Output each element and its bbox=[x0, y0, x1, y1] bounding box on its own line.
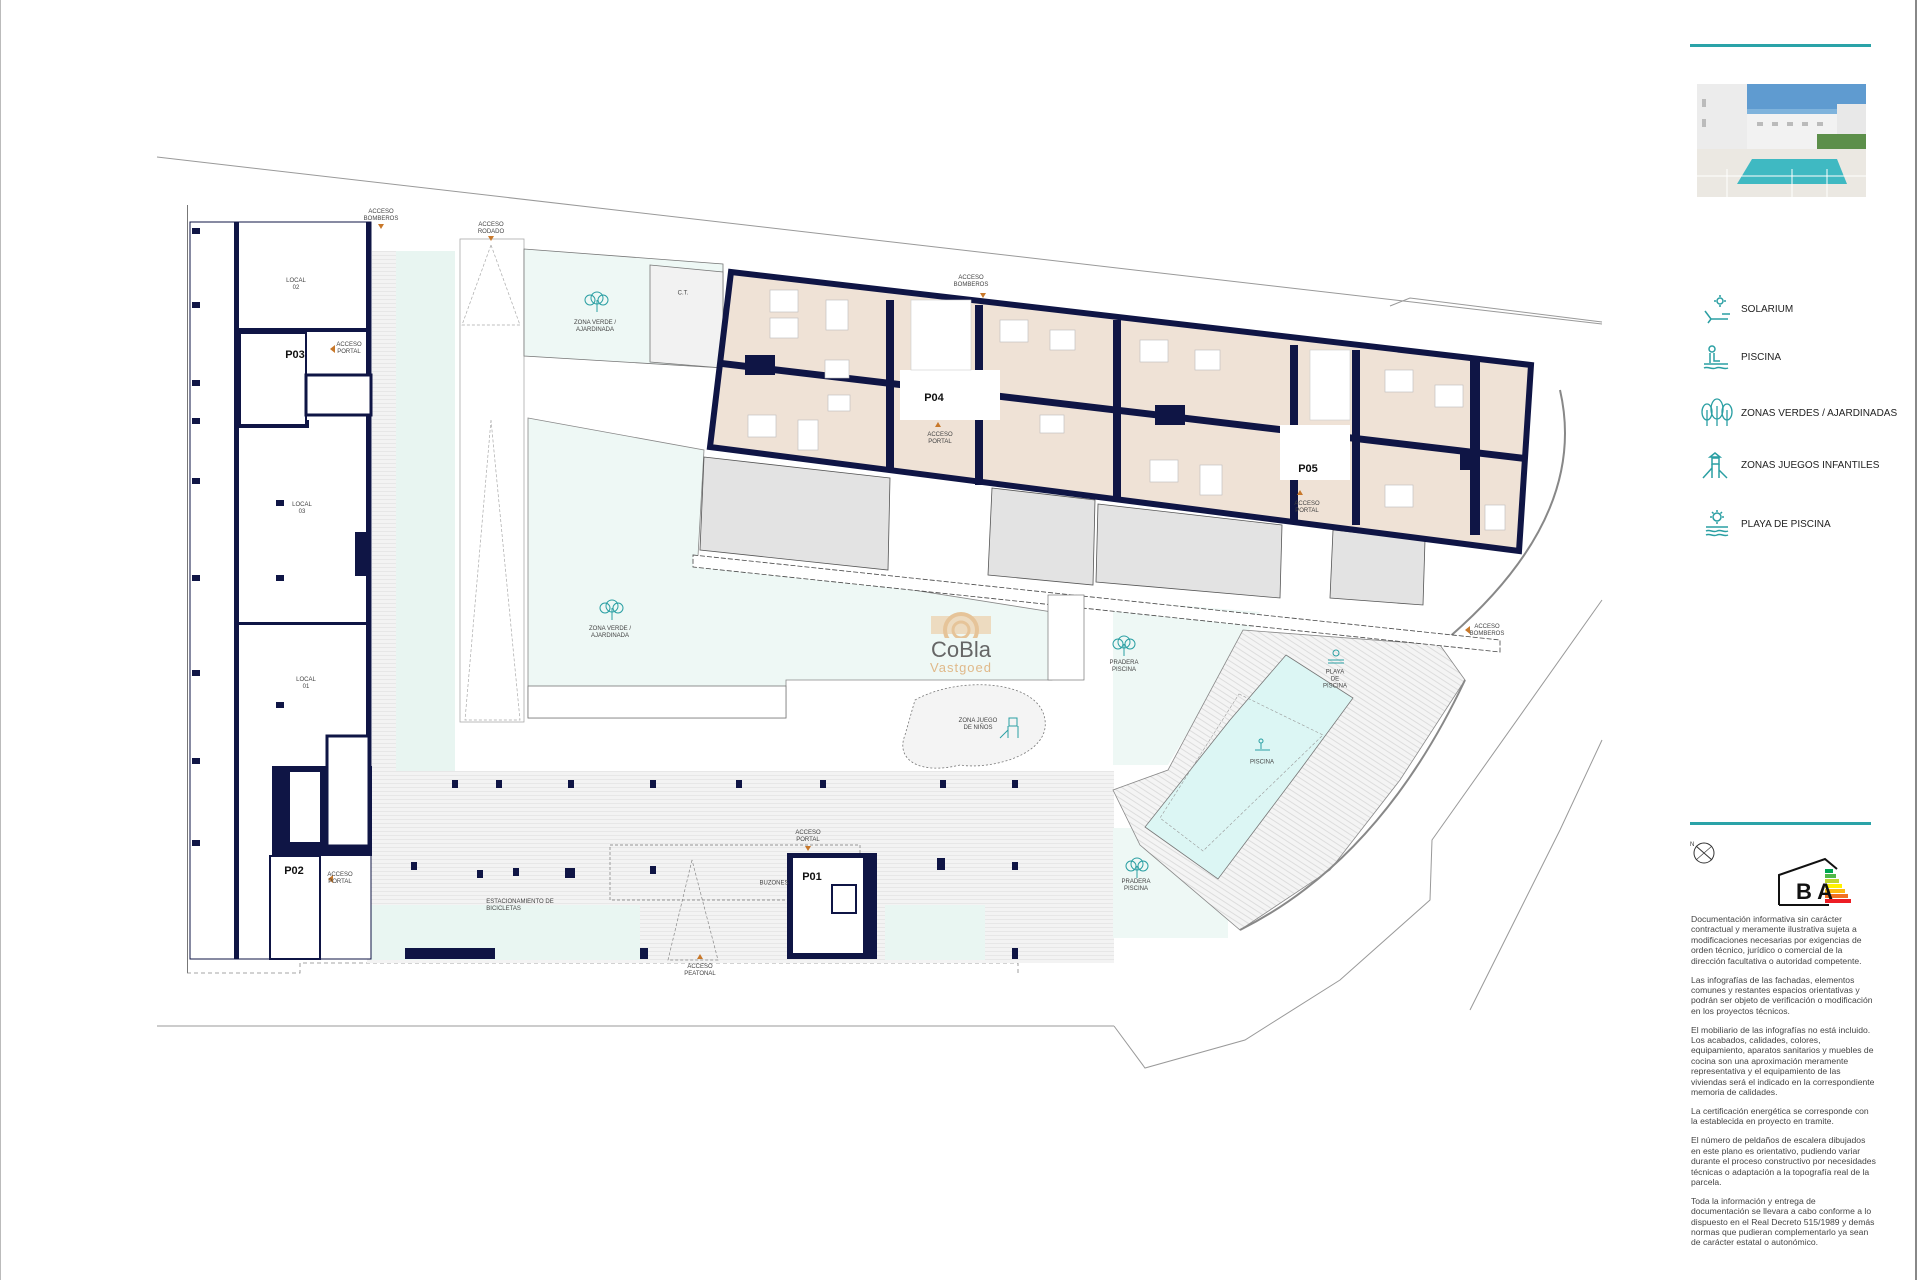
access-pedestrian-label: ACCESO PEATONAL bbox=[684, 964, 716, 977]
access-ramp bbox=[459, 238, 525, 723]
portal-label-p05: P05 bbox=[1298, 463, 1318, 475]
trees-icon bbox=[584, 291, 1149, 878]
pool-label: PISCINA bbox=[1249, 759, 1275, 766]
transformer-room bbox=[649, 264, 724, 369]
plot-edge bbox=[187, 205, 188, 973]
energy-rating-logo: B A bbox=[1778, 857, 1851, 906]
pool-beach-icon bbox=[1705, 510, 1729, 537]
playground-label: ZONA JUEGO DE NIÑOS bbox=[958, 718, 998, 731]
pool-swimmer-icon bbox=[1703, 345, 1729, 370]
pool-meadow-south bbox=[1113, 828, 1228, 938]
cobla-logo-mark bbox=[931, 612, 991, 648]
portal-p05-hall bbox=[1280, 425, 1350, 480]
transformer-label: C.T. bbox=[677, 290, 689, 297]
stairs bbox=[1047, 594, 1085, 681]
swimming-pool bbox=[1144, 654, 1354, 880]
legend-item-playa-piscina: PLAYA DE PISCINA bbox=[1700, 509, 1831, 539]
portal-p04-hall bbox=[900, 370, 1000, 420]
frame-right-border bbox=[1915, 0, 1917, 1280]
divider bbox=[1690, 822, 1871, 825]
walkway bbox=[396, 251, 455, 771]
furniture bbox=[747, 289, 1506, 531]
access-portal-label: ACCESO PORTAL bbox=[327, 872, 353, 885]
access-firefighters-label: ACCESO BOMBEROS bbox=[953, 275, 989, 288]
mailboxes-label: BUZONES bbox=[759, 880, 789, 887]
portal-label-p02: P02 bbox=[284, 865, 304, 877]
access-firefighters-label: ACCESO BOMBEROS bbox=[1469, 624, 1505, 637]
legend-item-zonas-verdes: ZONAS VERDES / AJARDINADAS bbox=[1700, 398, 1897, 428]
playground-area bbox=[902, 684, 1046, 769]
portal-label-p04: P04 bbox=[924, 392, 944, 404]
pool-meadow-label: PRADERA PISCINA bbox=[1121, 879, 1151, 892]
cobla-watermark: CoBla Vastgoed bbox=[930, 608, 992, 675]
green-zone-label: ZONA VERDE / AJARDINADA bbox=[573, 320, 617, 333]
pool-beach-label: PLAYA DE PISCINA bbox=[1322, 669, 1348, 690]
wall bbox=[234, 222, 239, 959]
green-zone-label: ZONA VERDE / AJARDINADA bbox=[588, 626, 632, 639]
playground-slide-icon bbox=[999, 717, 1019, 739]
curved-edge bbox=[1439, 389, 1566, 646]
legend-item-piscina: PISCINA bbox=[1700, 342, 1781, 372]
pool-meadow-label: PRADERA PISCINA bbox=[1109, 660, 1139, 673]
terraces bbox=[699, 456, 1426, 606]
playground-slide-icon bbox=[1702, 452, 1728, 479]
site-boundary bbox=[156, 156, 1603, 1069]
bicycle-parking-label: ESTACIONAMIENTO DE BICICLETAS bbox=[486, 899, 554, 912]
pool-beach-icon bbox=[1328, 649, 1344, 664]
svg-text:N: N bbox=[1690, 842, 1694, 848]
trees-icon bbox=[1701, 398, 1733, 426]
access-firefighters-label: ACCESO BOMBEROS bbox=[363, 209, 399, 222]
pool-render-photo bbox=[1697, 84, 1866, 197]
legend-item-juegos-infantiles: ZONAS JUEGOS INFANTILES bbox=[1700, 450, 1879, 480]
legend-item-solarium: SOLARIUM bbox=[1700, 294, 1793, 324]
divider bbox=[1690, 44, 1871, 47]
svg-text:B A: B A bbox=[1796, 879, 1833, 904]
pool-swimmer-icon bbox=[1255, 738, 1270, 751]
access-portal-label: ACCESO PORTAL bbox=[1294, 501, 1320, 514]
portal-label-p03: P03 bbox=[285, 349, 305, 361]
access-portal-label: ACCESO PORTAL bbox=[336, 342, 362, 355]
access-portal-label: ACCESO PORTAL bbox=[795, 830, 821, 843]
access-vehicle-label: ACCESO RODADO bbox=[477, 222, 505, 235]
legal-disclaimer: Documentación informativa sin carácter c… bbox=[1691, 914, 1876, 1248]
core-p03 bbox=[239, 332, 307, 426]
frame-left-border bbox=[0, 0, 1, 1280]
access-portal-label: ACCESO PORTAL bbox=[927, 432, 953, 445]
access-markers bbox=[328, 224, 1470, 959]
solarium-icon bbox=[1704, 295, 1730, 324]
pool-meadow-north bbox=[1113, 600, 1260, 765]
portal-label-p01: P01 bbox=[802, 871, 822, 883]
north-compass-icon: N bbox=[1690, 842, 1715, 864]
columns bbox=[192, 228, 1018, 959]
